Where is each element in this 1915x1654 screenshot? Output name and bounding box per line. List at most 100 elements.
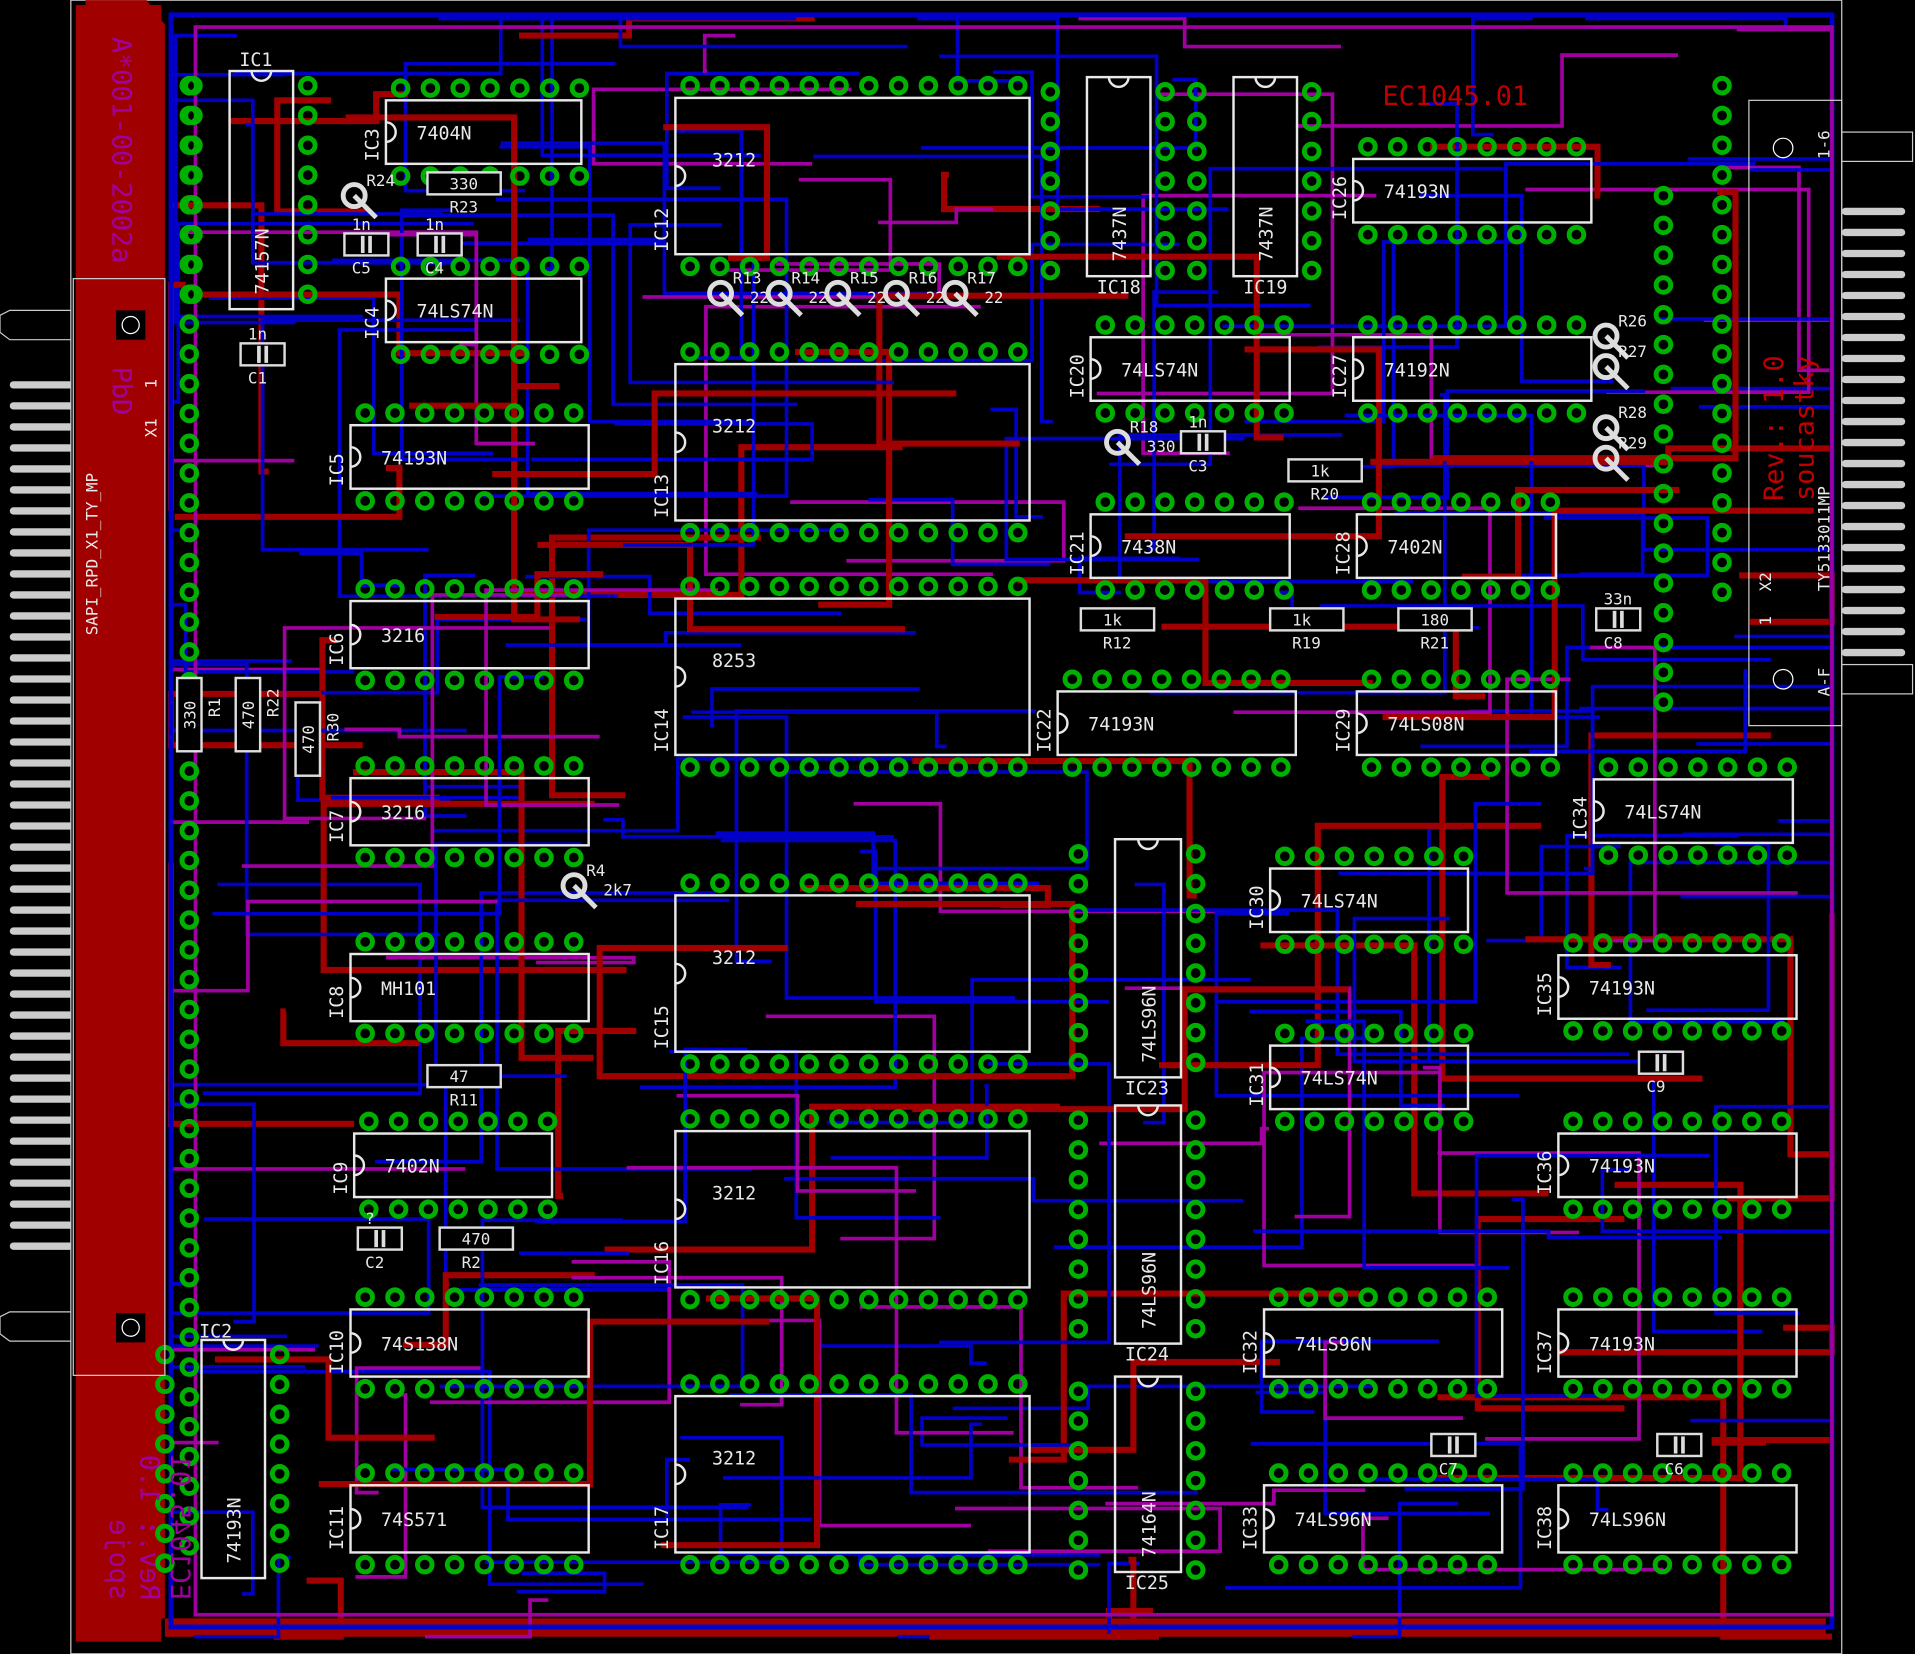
chip-ref: IC4 [363, 307, 384, 340]
resistor-r28[interactable]: R28 [1592, 403, 1647, 452]
capacitor-c9[interactable]: C9 [1637, 1050, 1685, 1096]
trace [586, 528, 847, 647]
pad [1062, 757, 1083, 777]
pad [418, 1111, 439, 1132]
capacitor-c7[interactable]: C7 [1430, 1432, 1477, 1478]
pad [355, 491, 375, 511]
chip-outline [1262, 1308, 1504, 1378]
pad [1068, 1289, 1089, 1309]
pad [978, 522, 998, 543]
pad [444, 1554, 465, 1575]
chip-outline [1351, 157, 1593, 224]
trace [1719, 165, 1832, 373]
pad [1712, 552, 1732, 573]
finger-contact [9, 1095, 74, 1103]
capacitor-c6[interactable]: C6 [1656, 1432, 1703, 1478]
pad [1653, 513, 1674, 534]
pad [1301, 111, 1322, 132]
pad [1271, 669, 1291, 689]
pin1-notch [1270, 1066, 1282, 1089]
pad [948, 873, 969, 893]
part-value: 180 [1420, 610, 1449, 629]
pad [297, 135, 318, 156]
resistor-r29[interactable]: R29 [1592, 433, 1647, 482]
pad [680, 1054, 700, 1074]
pin1-notch [1353, 358, 1365, 381]
pad [1068, 1560, 1089, 1580]
trace [170, 899, 499, 993]
pad [474, 932, 495, 952]
edge-connector-x2-fingers [1841, 131, 1914, 695]
capacitor-c2[interactable]: C2? [356, 1209, 404, 1272]
part-ref: R23 [449, 198, 478, 217]
pad [450, 78, 470, 98]
resistor-r26[interactable]: R26 [1592, 311, 1647, 360]
resistor-r27[interactable]: R27 [1592, 342, 1647, 391]
part-value: 330 [449, 174, 478, 193]
resistor-r24[interactable]: R24 [340, 171, 395, 220]
pad [1241, 757, 1261, 777]
pin1-notch [675, 165, 687, 188]
